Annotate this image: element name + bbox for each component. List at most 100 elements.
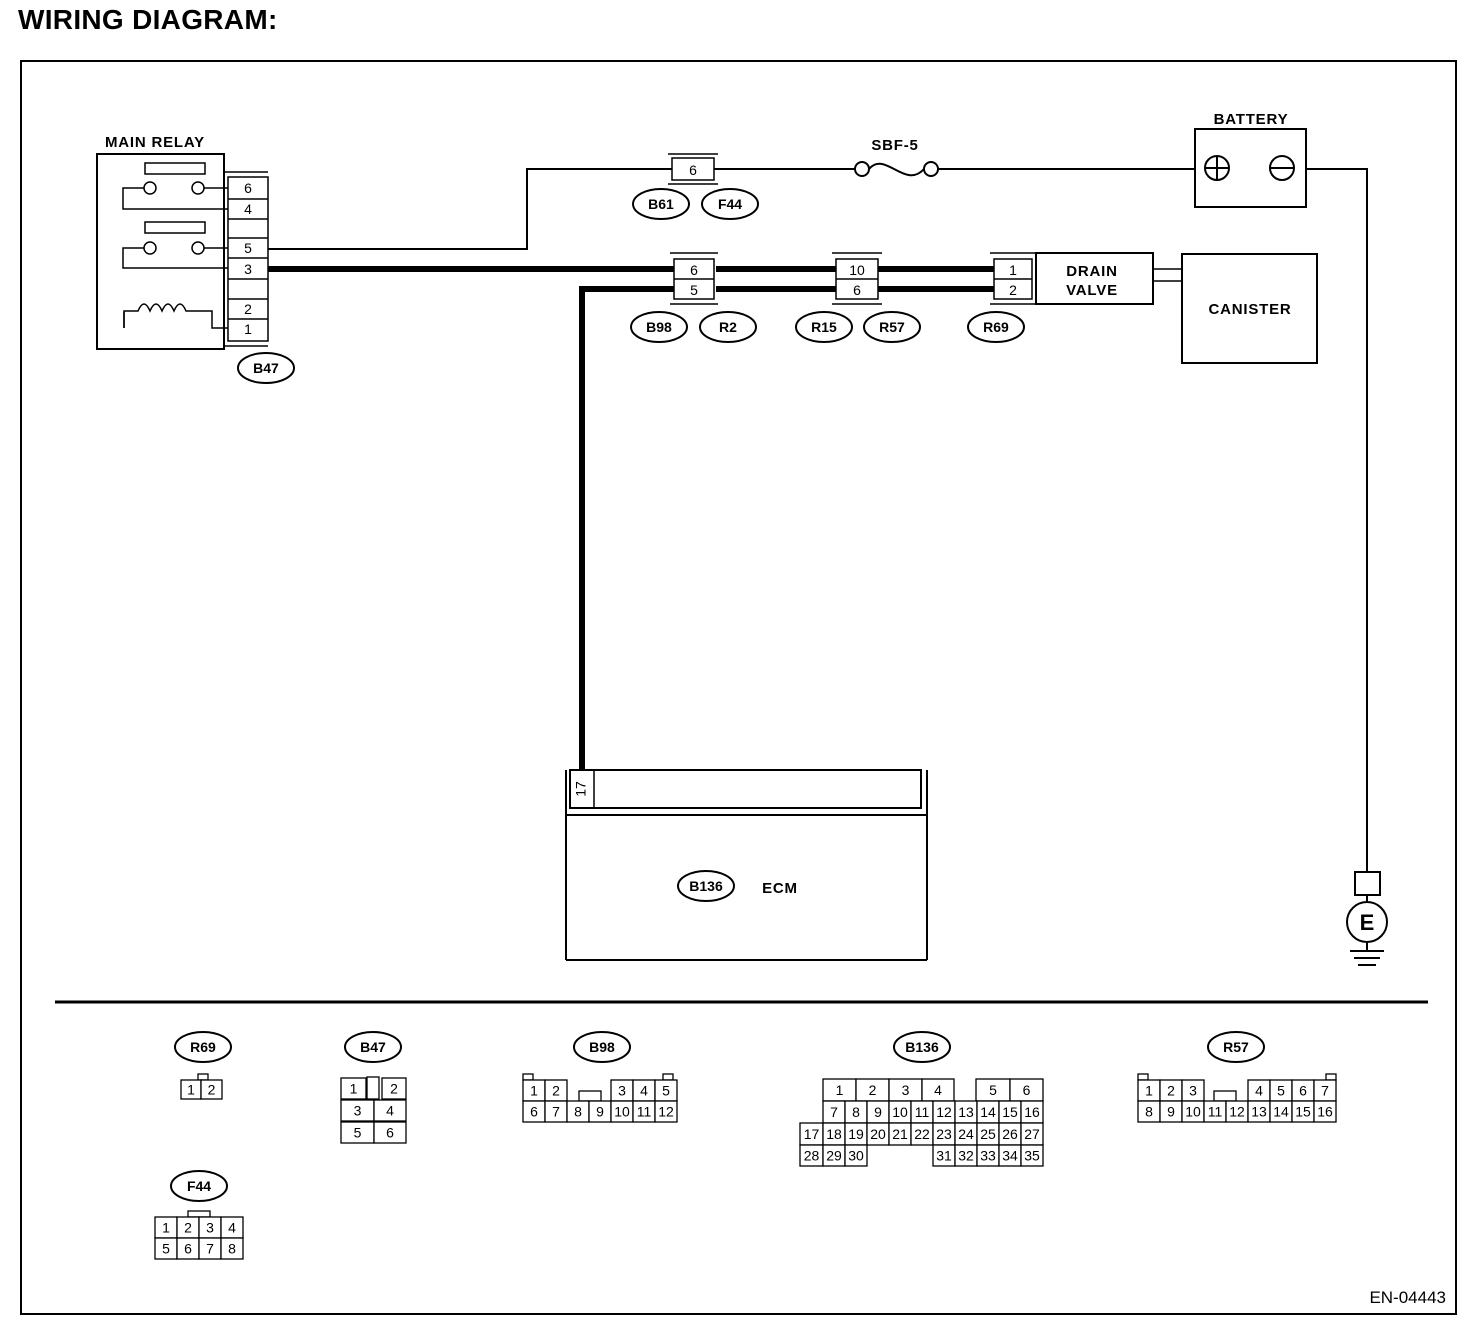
- connector-view-b136-pin: 34: [1002, 1148, 1018, 1164]
- connector-view-r57-pin: 12: [1229, 1104, 1245, 1120]
- svg-text:B47: B47: [253, 360, 279, 376]
- ecm-pin-17: 17: [573, 781, 589, 797]
- connector-view-label-f44: F44: [187, 1178, 211, 1194]
- connector-view-b98-pin: 7: [552, 1104, 560, 1120]
- connector-view-r57-pin: 14: [1273, 1104, 1289, 1120]
- connector-view-label-b136: B136: [905, 1039, 939, 1055]
- connector-view-b47-pin: 2: [390, 1081, 398, 1097]
- connector-view-r57-pin: 2: [1167, 1083, 1175, 1099]
- fuse-label: SBF-5: [871, 137, 918, 154]
- connector-view-label-r69: R69: [190, 1039, 216, 1055]
- relay-coil: [123, 303, 228, 329]
- connector-view-r57-pin: 9: [1167, 1104, 1175, 1120]
- connector-view-b136-pin: 8: [852, 1104, 860, 1120]
- relay-pin-6: 6: [244, 180, 252, 196]
- connector-view-r57-pin: 5: [1277, 1083, 1285, 1099]
- tag-b47: [237, 352, 295, 384]
- drain-valve: 1 2 DRAIN VALVE R69: [967, 252, 1182, 343]
- connector-view-b136-pin: 16: [1024, 1104, 1040, 1120]
- connector-view-b98-pin: 2: [552, 1083, 560, 1099]
- svg-text:R15: R15: [811, 319, 837, 335]
- b61-pin-6: 6: [689, 162, 697, 178]
- wire-battery-ground: [1305, 168, 1368, 872]
- ecm: 17 B136 ECM: [565, 769, 928, 961]
- connector-view-b98-pin: 3: [618, 1083, 626, 1099]
- connector-view-b136-pin: 15: [1002, 1104, 1018, 1120]
- connector-view-r57-pin: 4: [1255, 1083, 1263, 1099]
- connector-view-b136-pin: 24: [958, 1126, 974, 1142]
- connector-view-b98-pin: 4: [640, 1083, 648, 1099]
- connector-view-tag-b136: [893, 1031, 951, 1063]
- connector-view-b47-pin: 4: [386, 1103, 394, 1119]
- connector-view-b136-pin: 29: [826, 1148, 842, 1164]
- connector-view-f44-pin: 1: [162, 1220, 170, 1236]
- tag-r15: [795, 311, 853, 343]
- connector-view-b98-pin: 9: [596, 1104, 604, 1120]
- connector-view-b136-pin: 31: [936, 1148, 952, 1164]
- relay-pin-3: 3: [244, 261, 252, 277]
- connector-view-f44-pin: 2: [184, 1220, 192, 1236]
- connector-view-f44-pin: 5: [162, 1241, 170, 1257]
- relay-switch-1-contact-a: [143, 181, 157, 195]
- tag-b98: [630, 311, 688, 343]
- connector-view-tag-f44: [170, 1170, 228, 1202]
- connector-view-r57-pin: 6: [1299, 1083, 1307, 1099]
- connector-r15-r57: 10 6 R15 R57: [795, 252, 921, 343]
- svg-text:B98: B98: [646, 319, 672, 335]
- tag-b61: [632, 188, 690, 220]
- connector-view-b136-pin: 19: [848, 1126, 864, 1142]
- connector-view-b136-pin: 17: [804, 1126, 820, 1142]
- connector-view-b136-pin: 21: [892, 1126, 908, 1142]
- connector-view-r57-pin: 15: [1295, 1104, 1311, 1120]
- wire-relay-to-fuse: [268, 168, 672, 250]
- connector-view-r57-pin: 3: [1189, 1083, 1197, 1099]
- connector-view-b136-pin: 22: [914, 1126, 930, 1142]
- connector-b98-r2: 6 5 B98 R2: [630, 252, 757, 343]
- main-relay-label: MAIN RELAY: [105, 134, 205, 151]
- svg-text:R57: R57: [879, 319, 905, 335]
- connector-view-b136-pin: 7: [830, 1104, 838, 1120]
- connector-view-b136-pin: 20: [870, 1126, 886, 1142]
- connector-view-b136-pin: 14: [980, 1104, 996, 1120]
- relay-pin-2: 2: [244, 301, 252, 317]
- svg-text:B61: B61: [648, 196, 674, 212]
- relay-switch-1-blade: [144, 162, 206, 175]
- connector-view-b47-pin: 3: [354, 1103, 362, 1119]
- battery: BATTERY: [1194, 111, 1307, 208]
- connector-view-b136-pin: 35: [1024, 1148, 1040, 1164]
- connector-view-r57-pin: 7: [1321, 1083, 1329, 1099]
- connector-view-b136-pin: 23: [936, 1126, 952, 1142]
- connector-view-b136-pin: 6: [1023, 1082, 1031, 1098]
- svg-text:R2: R2: [719, 319, 737, 335]
- connector-view-b136-pin: 12: [936, 1104, 952, 1120]
- connector-view-b136-pin: 10: [892, 1104, 908, 1120]
- connector-view-b98-pin: 11: [637, 1104, 652, 1120]
- connector-view-r57-pin: 10: [1185, 1104, 1201, 1120]
- connector-view-b136-pin: 28: [804, 1148, 820, 1164]
- canister: CANISTER: [1181, 253, 1318, 364]
- b98-pin-5: 5: [690, 282, 698, 298]
- ecm-label: ECM: [762, 880, 798, 897]
- connector-view-r69-pin: 2: [208, 1082, 216, 1098]
- relay-pin-4: 4: [244, 201, 252, 217]
- relay-switch-2-contact-a: [143, 241, 157, 255]
- connector-view-b47-pin: 5: [354, 1125, 362, 1141]
- svg-text:R69: R69: [983, 319, 1009, 335]
- connector-view-b98-pin: 12: [658, 1104, 674, 1120]
- connector-view-b136-pin: 32: [958, 1148, 974, 1164]
- connector-view-b136-pin: 18: [826, 1126, 842, 1142]
- connector-view-label-b47: B47: [360, 1039, 386, 1055]
- tag-r57: [863, 311, 921, 343]
- connector-view-label-b98: B98: [589, 1039, 615, 1055]
- connector-view-r69-pin: 1: [187, 1082, 195, 1098]
- connector-view-f44-pin: 4: [228, 1220, 236, 1236]
- connector-view-b47-pin: 6: [386, 1125, 394, 1141]
- r15-pin-10: 10: [849, 262, 865, 278]
- connector-view-r57-pin: 1: [1145, 1083, 1153, 1099]
- fuse-sbf-5: SBF-5: [854, 137, 939, 177]
- tag-r2: [699, 311, 757, 343]
- connector-view-b136-pin: 26: [1002, 1126, 1018, 1142]
